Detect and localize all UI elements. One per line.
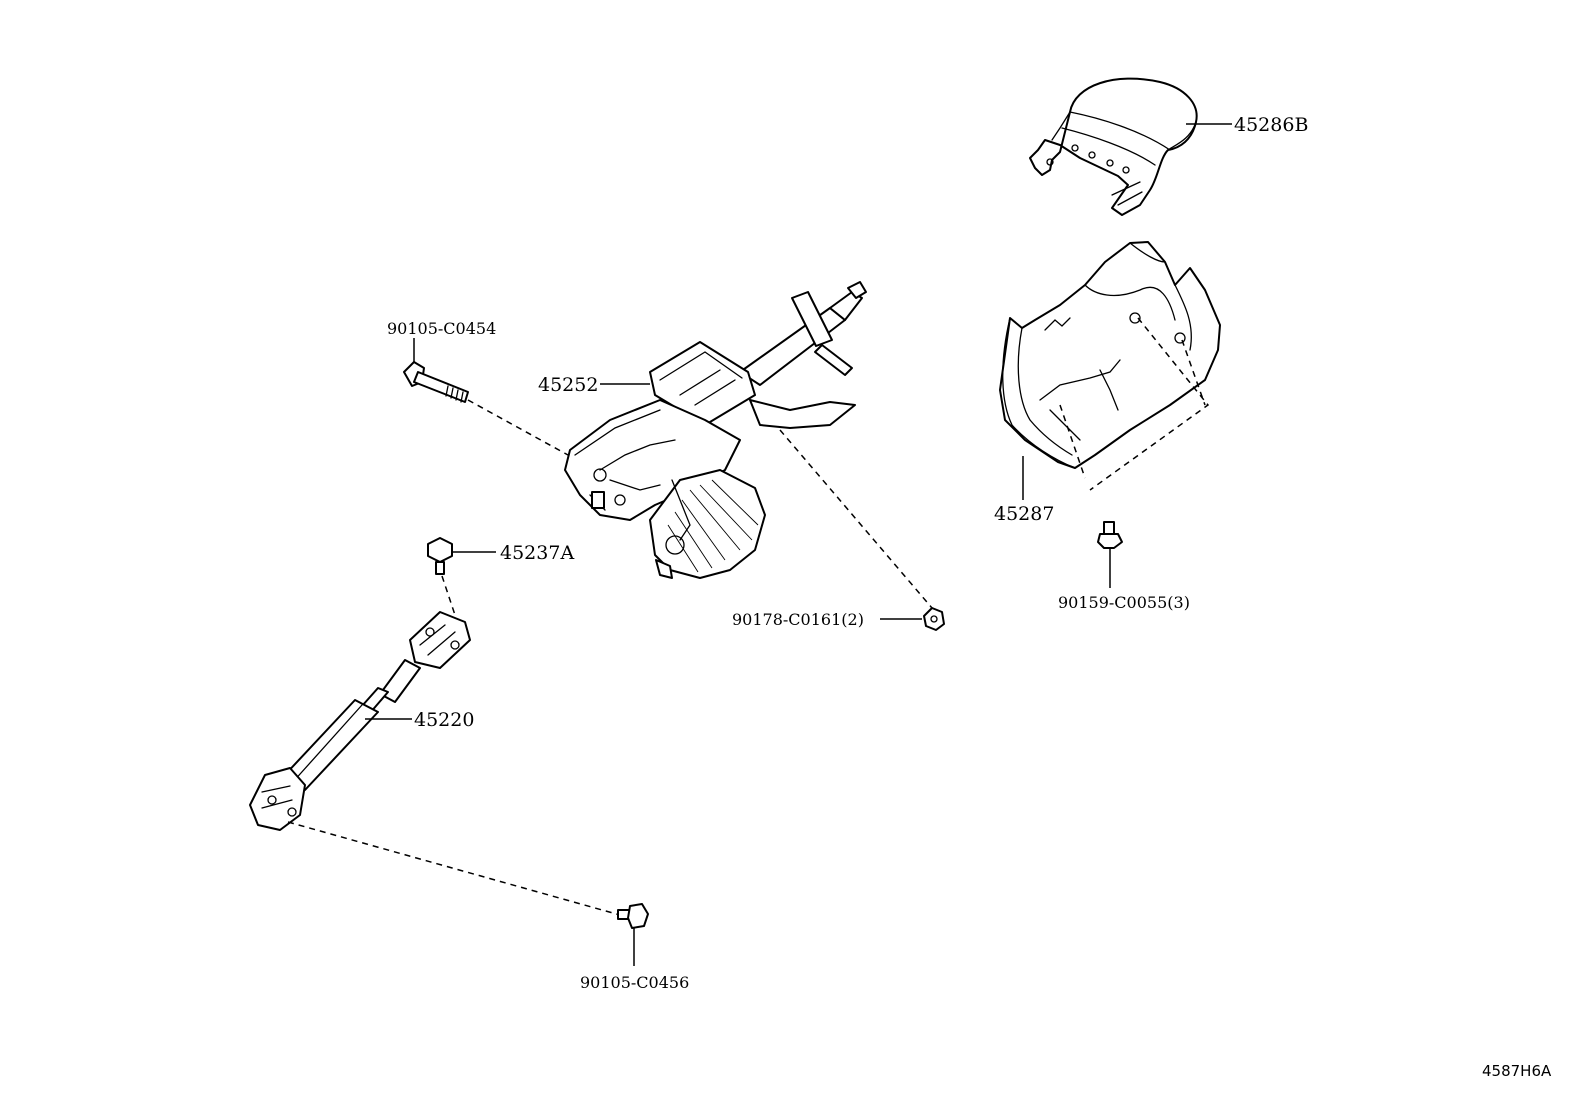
- screw-90159-C0055[interactable]: [1097, 521, 1123, 549]
- lower-column-cover[interactable]: [999, 241, 1221, 469]
- bolt-90105-C0456[interactable]: [617, 903, 649, 929]
- label-45237A: 45237A: [500, 542, 574, 564]
- label-90105-C0454: 90105-C0454: [387, 319, 496, 338]
- dash-90105-C0454: [467, 399, 569, 456]
- upper-column-cover[interactable]: [1029, 77, 1198, 216]
- label-45220: 45220: [414, 709, 474, 731]
- bolt-45237A[interactable]: [427, 537, 453, 575]
- nut-90178-C0161[interactable]: [923, 607, 945, 631]
- label-90159-C0055: 90159-C0055(3): [1058, 593, 1190, 612]
- label-45287: 45287: [994, 503, 1054, 525]
- diagram-reference: 4587H6A: [1482, 1062, 1552, 1080]
- dash-90178-C0161: [779, 429, 933, 609]
- dash-45237A: [441, 575, 456, 616]
- label-45252: 45252: [538, 374, 598, 396]
- steering-column-assembly[interactable]: [564, 281, 867, 579]
- dash-90105-C0456: [287, 821, 621, 916]
- label-90105-C0456: 90105-C0456: [580, 973, 689, 992]
- label-45286B: 45286B: [1234, 114, 1308, 136]
- label-90178-C0161: 90178-C0161(2): [732, 610, 864, 629]
- dash-45287-screws: [1059, 317, 1210, 491]
- intermediate-shaft[interactable]: [249, 611, 471, 831]
- bolt-90105-C0454[interactable]: [403, 361, 469, 403]
